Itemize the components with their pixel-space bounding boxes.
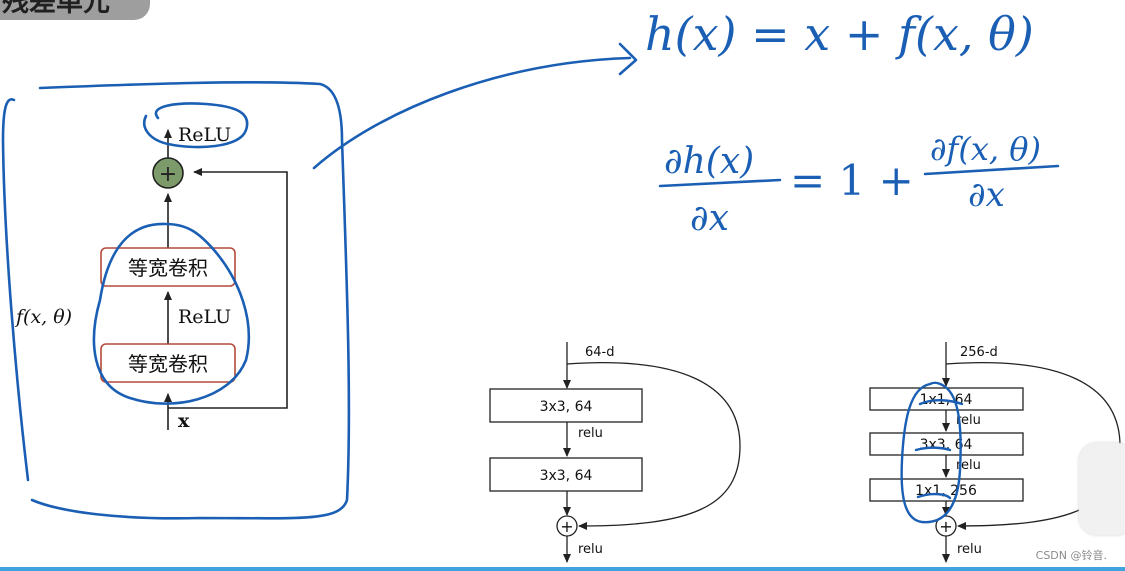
left-ink-annotations [1, 42, 638, 520]
formula-h-of-x: h(x) = x + f(x, θ) [645, 7, 1034, 61]
skip-connection [168, 168, 288, 409]
conv-top-label: 等宽卷积 [128, 256, 208, 280]
derivative-equals-one-plus: = 1 + [790, 156, 914, 205]
basic-output-label: relu [578, 542, 603, 557]
bottleneck-add-symbol: + [939, 517, 952, 536]
bottleneck-residual-block: 256-d 1x1, 64 relu 3x3, 64 relu 1x1, 256… [869, 342, 1121, 563]
output-relu-label: ReLU [178, 124, 231, 146]
ink-loop-bottleneck [900, 381, 962, 524]
function-label: f(x, θ) [14, 306, 72, 328]
ink-underlines-bottleneck [914, 399, 964, 500]
slide-title: 残差单元 [0, 0, 150, 20]
add-symbol: + [159, 162, 177, 187]
conv-box-top [100, 247, 236, 287]
bottleneck-ink-annotations [900, 381, 964, 524]
basic-add-symbol: + [560, 517, 573, 536]
derivative-denominator-right: ∂x [968, 175, 1005, 215]
fraction-bar-right [923, 164, 1060, 176]
side-floating-widget[interactable] [1079, 443, 1125, 535]
conv-box-bottom [100, 343, 236, 383]
ink-circle-relu [143, 102, 249, 149]
basic-layer1-box [489, 388, 643, 423]
basic-act1-label: relu [578, 426, 603, 441]
bottleneck-act1-label: relu [956, 413, 981, 428]
input-x-label: x [178, 410, 190, 432]
ink-left-bracket [1, 98, 30, 482]
basic-layer1-label: 3x3, 64 [540, 399, 593, 415]
residual-unit-diagram: 等宽卷积 等宽卷积 + ReLU ReLU x f(x, θ) [14, 124, 288, 432]
derivative-numerator: ∂h(x) [664, 141, 754, 182]
mid-relu-label: ReLU [178, 306, 231, 328]
add-node [152, 157, 184, 189]
basic-input-label: 64-d [585, 345, 615, 360]
ink-loop-conv [92, 222, 251, 405]
fraction-bar-left [658, 178, 782, 188]
derivative-rhs-numerator: ∂f(x, θ) [930, 130, 1041, 168]
basic-skip-connection [566, 362, 741, 530]
conv-bottom-label: 等宽卷积 [128, 352, 208, 376]
ink-pointer-arrow [312, 42, 638, 170]
basic-residual-block: 64-d 3x3, 64 relu 3x3, 64 + relu [489, 342, 741, 563]
basic-layer2-label: 3x3, 64 [540, 468, 593, 484]
handwritten-formulas: h(x) = x + f(x, θ) ∂h(x) ∂x = 1 + ∂f(x, … [645, 7, 1060, 239]
basic-layer2-box [489, 457, 643, 492]
bottleneck-layer2-label: 3x3, 64 [920, 437, 973, 453]
watermark: CSDN @铃音. [1035, 549, 1107, 562]
bottleneck-input-label: 256-d [960, 345, 998, 360]
ink-enclosure-box [30, 81, 351, 520]
bottleneck-output-label: relu [957, 542, 982, 557]
derivative-denominator-left: ∂x [690, 198, 729, 239]
bottleneck-act2-label: relu [956, 458, 981, 473]
bottom-accent-bar [0, 567, 1125, 571]
